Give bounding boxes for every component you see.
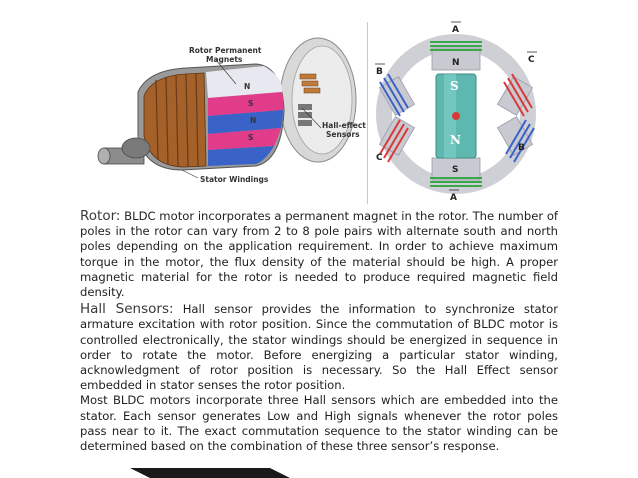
phase-label: A <box>452 25 459 35</box>
hall-label-line2: Sensors <box>326 130 360 139</box>
pole-labels: N S N S <box>244 82 256 142</box>
stator-pole-label: N <box>452 58 460 68</box>
rotor-heading: Rotor: <box>80 208 121 224</box>
pole-label: S <box>248 99 253 108</box>
coil-phase-c <box>379 73 533 163</box>
extra-paragraph: Most BLDC motors incorporate three Hall … <box>80 393 558 454</box>
stator-pole-label: S <box>452 165 458 175</box>
stator-rotor-schematic: A B C C B A N S S N <box>375 21 537 203</box>
footer-decoration <box>130 468 290 478</box>
coil-phase-a <box>430 41 482 187</box>
windings-label: Stator Windings <box>200 175 269 184</box>
pole-label: N <box>244 82 250 91</box>
magnets-label: Rotor Permanent <box>189 46 262 55</box>
hall-sensor-pins <box>298 73 321 126</box>
bldc-motor-illustration: N S N S Rotor Permanent Magnets Hall-eff… <box>97 37 366 184</box>
rotor-magnets <box>206 66 284 166</box>
rotor-body: BLDC motor incorporates a permanent magn… <box>80 209 558 300</box>
rotor-pole-label: N <box>450 133 461 147</box>
phase-label: B <box>518 143 525 153</box>
phase-label: C <box>528 55 535 65</box>
rotor-magnet <box>435 73 477 159</box>
coil-phase-b <box>379 73 535 163</box>
hall-paragraph: Hall Sensors: Hall sensor provides the i… <box>80 302 558 393</box>
stator-windings <box>143 72 207 168</box>
hall-body: Hall sensor provides the information to … <box>80 302 559 393</box>
hall-heading: Hall Sensors: <box>80 301 174 318</box>
pole-label: S <box>248 133 253 142</box>
hall-label: Hall-effect <box>322 121 366 130</box>
figure-divider <box>367 22 368 204</box>
phase-label: C <box>376 153 383 163</box>
motor-shaft <box>97 137 151 165</box>
text-block: Rotor: BLDC motor incorporates a permane… <box>80 208 558 454</box>
phase-label: A <box>450 193 457 203</box>
phase-label: B <box>376 67 383 77</box>
rotor-paragraph: Rotor: BLDC motor incorporates a permane… <box>80 208 558 300</box>
magnets-label-line2: Magnets <box>206 55 243 64</box>
pole-label: N <box>250 116 256 125</box>
rotor-pole-label: S <box>450 79 459 93</box>
